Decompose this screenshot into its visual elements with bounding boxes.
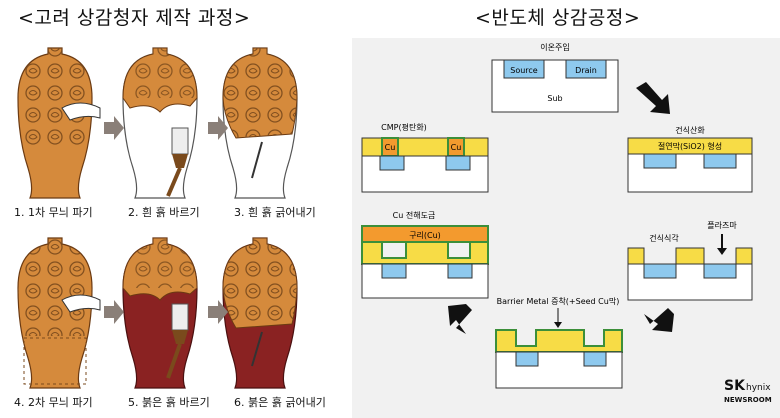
stage-dry-etch: 건식식각 플라즈마 [627, 221, 753, 301]
arrow-to-oxidation [636, 82, 670, 114]
oxidation-label: 건식산화 [675, 125, 705, 135]
arrow-to-barrier [644, 308, 674, 332]
logo-newsroom: NEWSROOM [724, 396, 772, 404]
step-4-caption: 4. 2차 무늬 파기 [14, 396, 93, 409]
cmp-cu-1-label: Cu [385, 143, 396, 152]
step-5-caption: 5. 붉은 흙 바르기 [128, 396, 210, 409]
semiconductor-process-panel: Source Drain Sub 이온주입 건식산화 절연막(SiO2) 형성 … [352, 38, 780, 418]
ion-implant-label: 이온주입 [540, 42, 569, 52]
step-arrows [104, 116, 228, 324]
arrow-2-3 [208, 116, 228, 140]
stage-barrier-metal: Barrier Metal 증착(+Seed Cu막) [495, 296, 623, 389]
semiconductor-diagram: Source Drain Sub 이온주입 건식산화 절연막(SiO2) 형성 … [361, 42, 772, 404]
copper-film-label: 구리(Cu) [409, 231, 441, 240]
vase-step-1 [17, 47, 101, 199]
arrow-to-plating [448, 304, 472, 334]
vase-step-3 [222, 47, 298, 199]
drain-label: Drain [575, 66, 597, 75]
right-title: <반도체 상감공정> [475, 7, 641, 29]
arrow-1-2 [104, 116, 124, 140]
logo-sub: hynix [746, 383, 771, 393]
sub-label: Sub [547, 94, 562, 103]
step-2-caption: 2. 흰 흙 바르기 [128, 206, 200, 219]
flow-arrows [448, 82, 674, 334]
vase-step-4 [17, 237, 101, 389]
dry-etch-label: 건식식각 [649, 233, 679, 243]
vase-step-2 [122, 47, 198, 199]
celadon-process-panel: 1. 1차 무늬 파기 2. 흰 흙 바르기 3. 흰 흙 긁어내기 4. 2차… [0, 38, 352, 418]
stage-cmp: CMP(평탄화) Cu Cu [361, 122, 489, 193]
plating-label: Cu 전해도금 [393, 210, 436, 220]
step-6-caption: 6. 붉은 흙 긁어내기 [234, 396, 326, 409]
sk-hynix-logo: SK hynix NEWSROOM [724, 378, 772, 404]
stage-cu-plating: Cu 전해도금 구리(Cu) [361, 210, 489, 299]
celadon-illustrations [17, 47, 298, 389]
barrier-label: Barrier Metal 증착(+Seed Cu막) [497, 296, 620, 306]
left-title: <고려 상감청자 제작 과정> [18, 7, 251, 29]
step-3-caption: 3. 흰 흙 긁어내기 [234, 206, 316, 219]
oxide-film-label: 절연막(SiO2) 형성 [658, 141, 722, 151]
cmp-cu-2-label: Cu [451, 143, 462, 152]
stage-dry-oxidation: 건식산화 절연막(SiO2) 형성 [627, 125, 753, 193]
logo-brand: SK [724, 378, 746, 394]
arrow-4-5 [104, 300, 124, 324]
vase-step-6 [222, 237, 298, 389]
arrow-5-6 [208, 300, 228, 324]
cmp-label: CMP(평탄화) [381, 122, 427, 132]
vase-step-5 [122, 237, 198, 389]
source-label: Source [510, 66, 538, 75]
step-1-caption: 1. 1차 무늬 파기 [14, 206, 93, 219]
stage-ion-implant: Source Drain Sub 이온주입 [491, 42, 619, 113]
plasma-label: 플라즈마 [707, 221, 737, 230]
